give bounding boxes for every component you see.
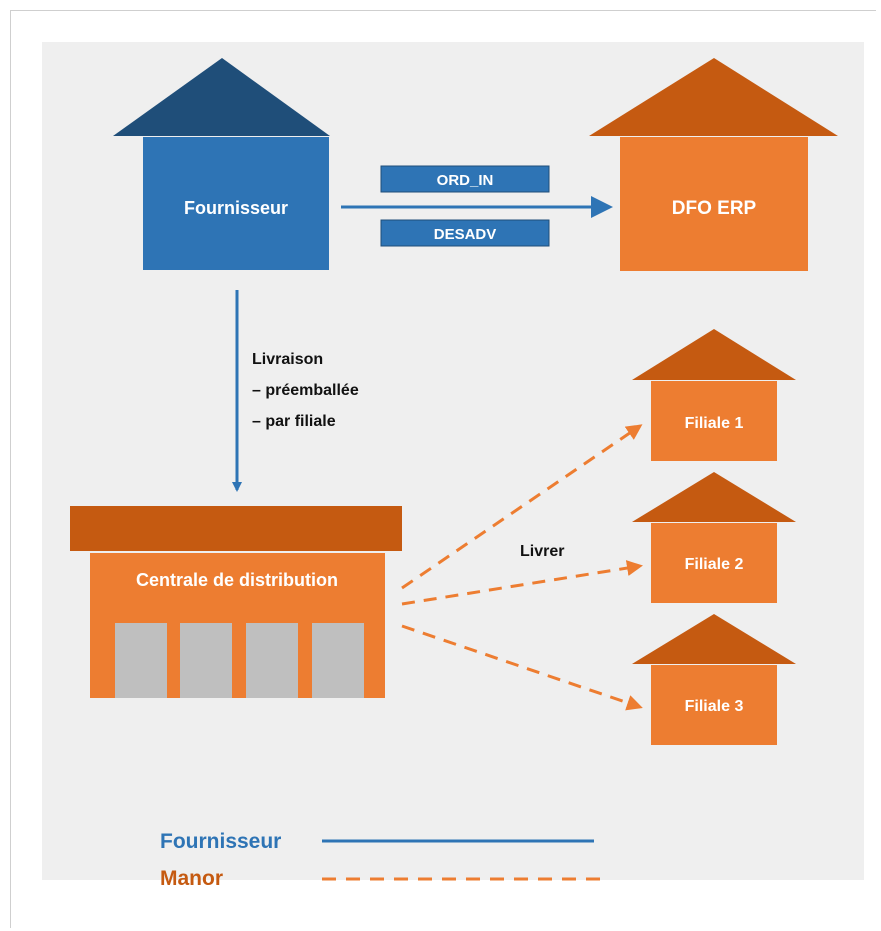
branch-2-roof-icon [632,472,796,522]
supplier-roof-icon [113,58,330,136]
legend-supplier-label: Fournisseur [160,830,281,853]
branch-3-label: Filiale 3 [685,698,744,715]
erp-box [620,137,808,271]
deliver-label: Livrer [520,543,564,560]
arrow-to-branch-3 [401,624,643,711]
desadv-box [380,219,550,247]
branch-2: Filiale 2 [632,472,796,603]
loading-door-icon [246,623,298,698]
branch-1-label: Filiale 1 [685,415,744,432]
arrow-to-branch-2 [401,560,643,606]
arrow-to-branch-1 [401,424,643,590]
outer-frame [10,10,876,928]
legend: Fournisseur Manor [160,830,600,890]
branch-3-box [651,665,777,745]
erp-label: DFO ERP [672,198,757,219]
loading-door-icon [115,623,167,698]
delivery-title: Livraison [252,351,323,368]
supplier-house: Fournisseur [113,58,330,270]
branch-2-label: Filiale 2 [685,556,744,573]
legend-manor-label: Manor [160,867,223,890]
branch-1: Filiale 1 [632,329,796,461]
branch-3: Filiale 3 [632,614,796,745]
branch-3-roof-icon [632,614,796,664]
erp-house: DFO ERP [589,58,838,271]
ord-in-label: ORD_IN [437,172,494,189]
delivery-line-1: – préemballée [252,382,359,399]
message-flow: ORD_IN DESADV [341,165,613,247]
loading-door-icon [180,623,232,698]
supplier-box [143,137,329,270]
erp-roof-icon [589,58,838,136]
delivery-note: Livraison – préemballée – par filiale [252,351,359,430]
branch-1-box [651,381,777,461]
ord-in-box [380,165,550,193]
delivery-line-2: – par filiale [252,413,336,430]
branch-1-roof-icon [632,329,796,380]
supplier-label: Fournisseur [184,198,288,218]
desadv-label: DESADV [434,226,497,243]
distribution-roof [70,506,402,551]
loading-door-icon [312,623,364,698]
distribution-label: Centrale de distribution [136,570,338,590]
branch-2-box [651,523,777,603]
distribution-center: Centrale de distribution [70,506,402,698]
branch-delivery-arrows: Livrer [401,424,643,711]
